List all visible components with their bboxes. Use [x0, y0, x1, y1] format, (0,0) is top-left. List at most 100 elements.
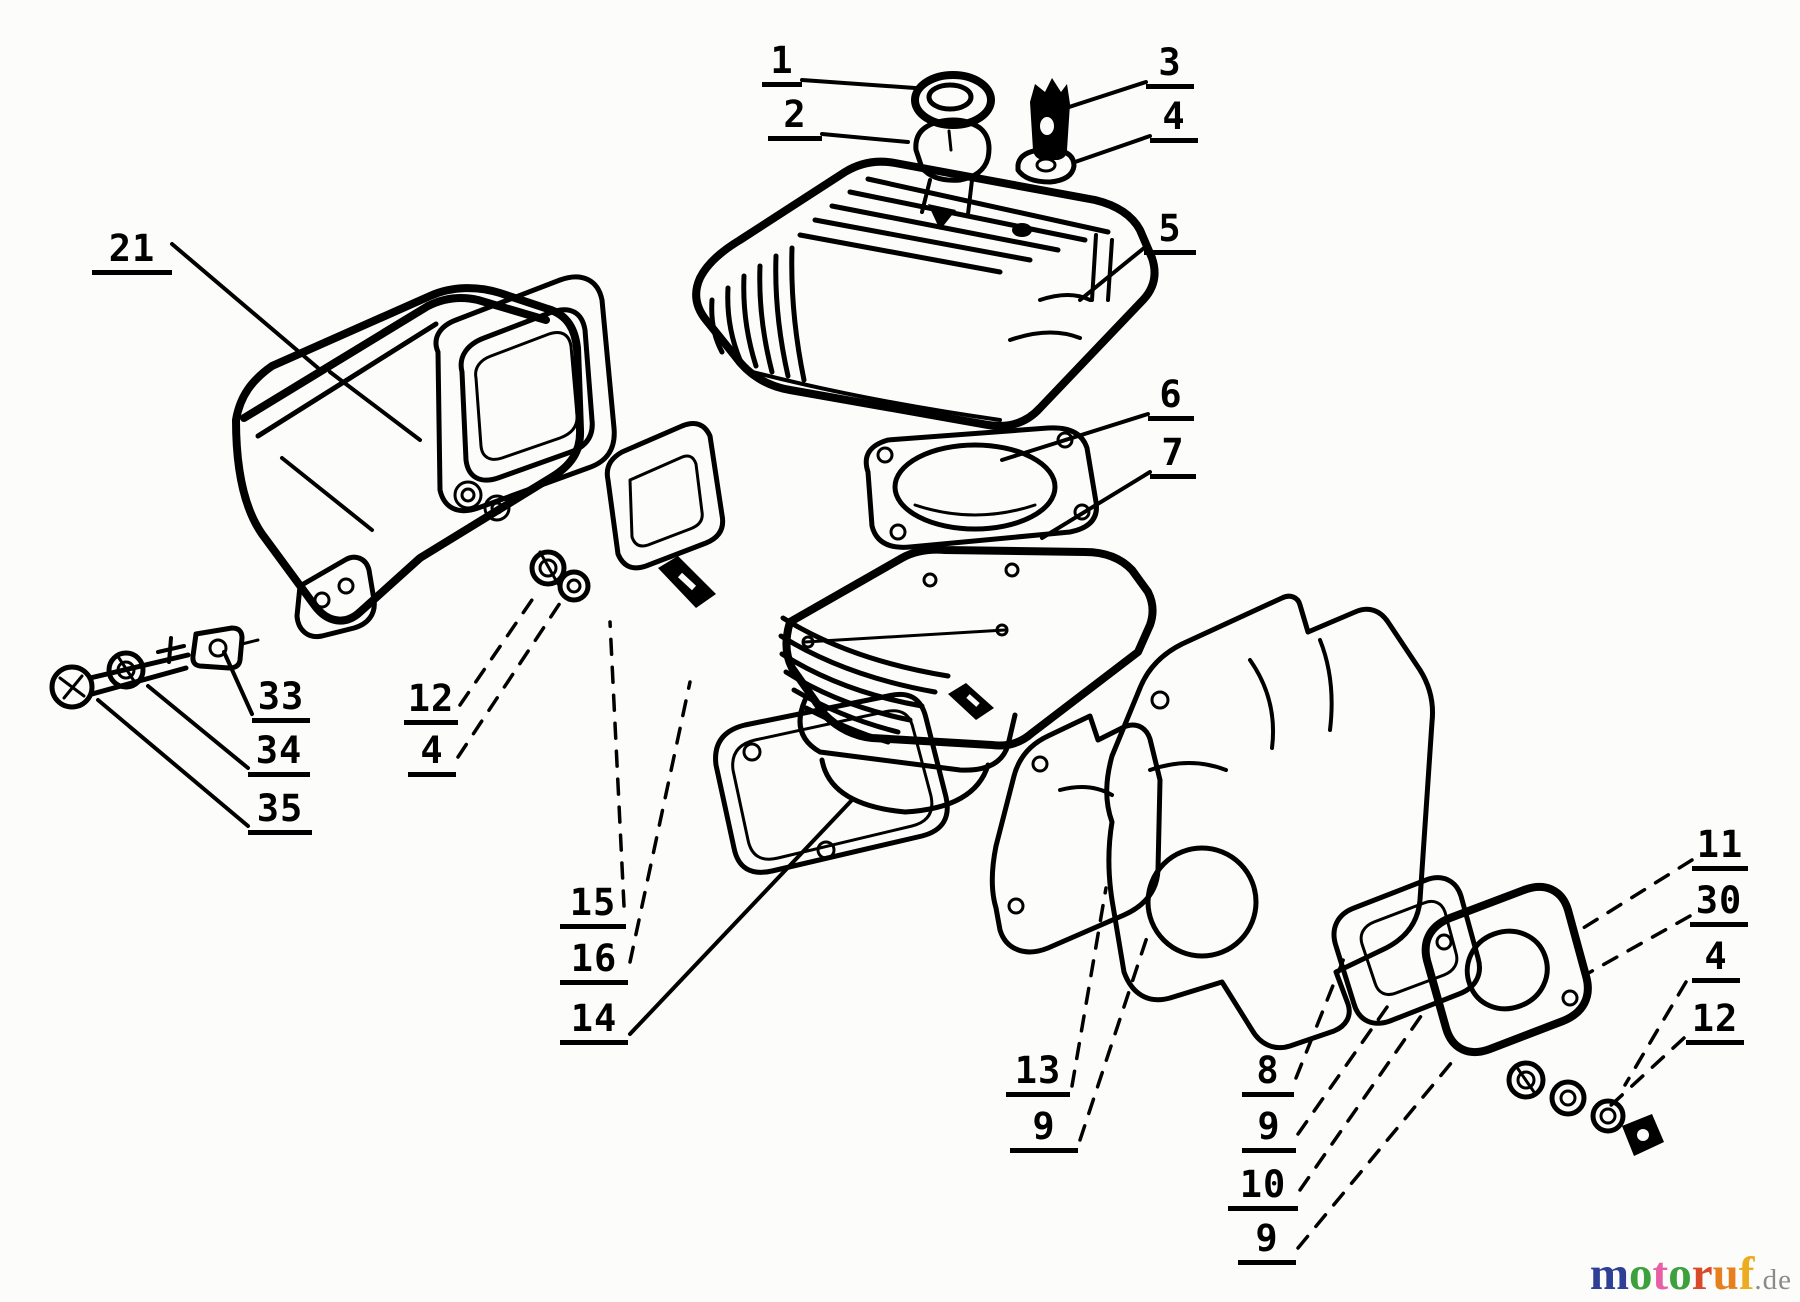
callout-16: 16	[560, 940, 628, 985]
cylinder-part	[778, 545, 1157, 815]
leader-line-12	[458, 592, 538, 707]
leader-line-16	[628, 680, 692, 964]
muffler-hardware-parts	[49, 625, 260, 710]
spark-plug-seal-part	[911, 71, 995, 129]
callout-number: 12	[1691, 997, 1739, 1040]
leader-line-12	[1606, 1036, 1686, 1110]
callout-2: 2	[768, 96, 822, 141]
leader-line-13	[1070, 886, 1108, 1088]
leader-line-33	[222, 650, 254, 716]
leader-line-layer	[96, 78, 1694, 1250]
callout-number: 9	[1257, 1105, 1281, 1148]
callout-number: 33	[257, 675, 305, 718]
intake-hardware-parts	[1506, 1060, 1664, 1156]
callout-35: 35	[248, 790, 312, 835]
leader-line-21	[170, 242, 320, 370]
callout-number: 13	[1014, 1049, 1062, 1092]
watermark-letter: f	[1738, 1248, 1755, 1300]
callout-number: 8	[1256, 1049, 1280, 1092]
callout-4: 4	[408, 732, 456, 777]
leader-line-7	[1040, 470, 1152, 540]
callout-9: 9	[1010, 1108, 1078, 1153]
intake-gasket-part	[1331, 875, 1482, 1026]
cylinder-head-part	[692, 157, 1159, 430]
callout-number: 7	[1161, 431, 1185, 474]
leader-line-2	[820, 132, 910, 144]
watermark-letter: m	[1589, 1248, 1630, 1300]
callout-number: 1	[770, 39, 794, 82]
callout-number: 4	[1704, 935, 1728, 978]
leader-line-15	[608, 620, 626, 908]
callout-number: 14	[570, 997, 618, 1040]
callout-number: 4	[1162, 95, 1186, 138]
leader-line-35	[96, 698, 250, 828]
leader-line-8	[1294, 956, 1346, 1080]
callout-11: 11	[1692, 826, 1748, 871]
leader-line-4	[456, 598, 564, 759]
callout-13: 13	[1006, 1052, 1070, 1097]
callout-12: 12	[1686, 1000, 1744, 1045]
heat-shield-inner-part	[989, 713, 1163, 955]
callout-number: 21	[108, 227, 156, 270]
leader-line-4	[1623, 980, 1688, 1087]
callout-21: 21	[92, 230, 172, 275]
leader-line-5	[1078, 246, 1146, 302]
callout-8: 8	[1242, 1052, 1294, 1097]
carb-spacer-part	[1421, 882, 1592, 1057]
leader-line-10	[1298, 1004, 1430, 1192]
callout-7: 7	[1150, 434, 1196, 479]
callout-number: 2	[783, 93, 807, 136]
callout-33: 33	[252, 678, 310, 723]
callout-30: 30	[1690, 882, 1748, 927]
leader-line-3	[1064, 80, 1148, 110]
callout-number: 34	[255, 729, 303, 772]
watermark-letter: t	[1652, 1248, 1669, 1300]
center-hardware-parts	[529, 549, 716, 608]
callout-9: 9	[1238, 1220, 1296, 1265]
muffler-part	[232, 274, 617, 640]
callout-number: 11	[1696, 823, 1744, 866]
watermark-suffix: .de	[1754, 1264, 1792, 1296]
callout-number: 5	[1158, 207, 1182, 250]
leader-line-30	[1583, 914, 1692, 977]
callout-number: 9	[1255, 1217, 1279, 1260]
heat-shield-outer-part	[1104, 593, 1435, 1051]
callout-number: 16	[570, 937, 618, 980]
watermark-letter: r	[1691, 1248, 1713, 1300]
callout-6: 6	[1148, 376, 1194, 421]
watermark-letter: o	[1668, 1248, 1692, 1300]
head-gasket-part	[863, 425, 1099, 550]
callout-5: 5	[1144, 210, 1196, 255]
callout-number: 4	[420, 729, 444, 772]
callout-1: 1	[762, 42, 802, 87]
callout-number: 9	[1032, 1105, 1056, 1148]
callout-number: 3	[1158, 41, 1182, 84]
callout-14: 14	[560, 1000, 628, 1045]
callout-12: 12	[404, 680, 458, 725]
callout-4: 4	[1692, 938, 1740, 983]
leader-line-4	[1073, 134, 1152, 164]
watermark-letter: o	[1629, 1248, 1653, 1300]
callout-9: 9	[1242, 1108, 1296, 1153]
bolt-washer-part	[1015, 147, 1077, 185]
callout-number: 15	[569, 881, 617, 924]
callout-number: 12	[407, 677, 455, 720]
exhaust-gasket-part	[453, 421, 726, 571]
callout-34: 34	[248, 732, 310, 777]
leader-line-34	[146, 684, 250, 770]
callout-15: 15	[560, 884, 626, 929]
leader-line-9	[1296, 998, 1394, 1136]
callout-number: 35	[256, 787, 304, 830]
watermark-motoruf: motoruf.de	[1590, 1251, 1792, 1298]
callout-4: 4	[1150, 98, 1198, 143]
callout-10: 10	[1228, 1166, 1298, 1211]
leader-line-14	[628, 798, 854, 1036]
base-gasket-part	[713, 691, 950, 875]
callout-number: 6	[1159, 373, 1183, 416]
callout-3: 3	[1146, 44, 1194, 89]
leader-line-6	[1000, 412, 1150, 462]
head-bolt-part	[1030, 78, 1070, 160]
leader-line-9	[1078, 926, 1152, 1142]
